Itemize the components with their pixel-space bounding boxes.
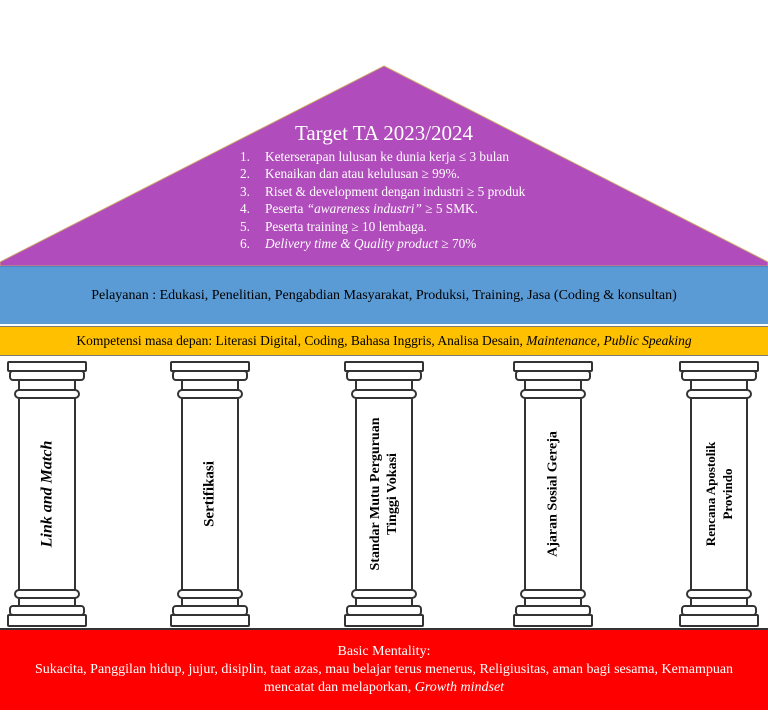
pillar-label-line: Rencana Apostolik bbox=[703, 441, 718, 547]
roof-triangle bbox=[0, 65, 768, 266]
pillar-label-line: Provindo bbox=[720, 468, 735, 520]
pillar-column-shape bbox=[513, 361, 593, 627]
target-item: 5. Peserta training ≥ 10 lembaga. bbox=[240, 218, 534, 235]
pillar-label: Link and Match bbox=[38, 440, 56, 548]
target-title: Target TA 2023/2024 bbox=[294, 121, 474, 145]
services-band: Pelayanan : Edukasi, Penelitian, Pengabd… bbox=[0, 266, 768, 324]
target-block: Target TA 2023/2024 1. Keterserapan lulus… bbox=[240, 121, 534, 252]
competencies-text: Kompetensi masa depan: Literasi Digital,… bbox=[76, 333, 527, 348]
pillar-label-line: Standar Mutu Perguruan bbox=[368, 417, 383, 571]
item-number: 5. bbox=[240, 218, 250, 234]
pillar-sertifikasi: Sertifikasi bbox=[168, 360, 252, 628]
pillar-column-shape bbox=[170, 361, 250, 627]
item-italic: Delivery time & Quality product bbox=[265, 236, 439, 252]
pillar-link-and-match: Link and Match bbox=[5, 360, 89, 628]
services-text: Pelayanan : Edukasi, Penelitian, Pengabd… bbox=[91, 287, 677, 303]
item-number: 2. bbox=[240, 166, 250, 182]
item-text: ≥ 5 SMK. bbox=[421, 201, 478, 217]
target-item: 6. Delivery time & Quality product ≥ 70% bbox=[240, 235, 534, 252]
foundation-text: Sukacita, Panggilan hidup, jujur, disipl… bbox=[34, 662, 734, 695]
target-item: 4. Peserta “awareness industri” ≥ 5 SMK. bbox=[240, 200, 534, 217]
foundation-italic: Growth mindset bbox=[414, 680, 505, 695]
pillar-column-shape bbox=[679, 361, 759, 627]
pillar-column-shape bbox=[344, 361, 424, 627]
pillar-label-line: Tinggi Vokasi bbox=[385, 453, 400, 535]
pillar-ajaran-sosial-gereja: Ajaran Sosial Gereja bbox=[511, 360, 595, 628]
item-text: Peserta training ≥ 10 lembaga. bbox=[265, 218, 428, 234]
item-number: 4. bbox=[240, 201, 250, 217]
item-italic: “awareness industri” bbox=[306, 201, 422, 217]
pillar-label: Ajaran Sosial Gereja bbox=[545, 431, 561, 557]
item-text: ≥ 70% bbox=[438, 236, 477, 252]
pillar-label: Sertifikasi bbox=[201, 461, 218, 527]
competencies-band: Kompetensi masa depan: Literasi Digital,… bbox=[0, 326, 768, 356]
item-number: 6. bbox=[240, 236, 250, 252]
pillar-column-shape bbox=[7, 361, 87, 627]
target-item: 2. Kenaikan dan atau kelulusan ≥ 99%. bbox=[240, 165, 534, 182]
target-item: 1. Keterserapan lulusan ke dunia kerja ≤ … bbox=[240, 148, 534, 165]
competencies-italic: Maintenance, Public Speaking bbox=[526, 333, 692, 348]
target-list: 1. Keterserapan lulusan ke dunia kerja ≤ … bbox=[240, 148, 534, 252]
foundation-title: Basic Mentality: bbox=[337, 644, 431, 659]
item-number: 1. bbox=[240, 149, 250, 164]
target-item: 3. Riset & development dengan industri ≥ … bbox=[240, 183, 534, 200]
foundation-band: Basic Mentality: Sukacita, Panggilan hid… bbox=[0, 628, 768, 710]
item-text: Keterserapan lulusan ke dunia kerja ≤ 3 … bbox=[265, 149, 509, 164]
item-text: Kenaikan dan atau kelulusan ≥ 99%. bbox=[265, 166, 460, 182]
item-text: Peserta bbox=[265, 201, 307, 217]
item-text: Riset & development dengan industri ≥ 5 … bbox=[265, 183, 526, 199]
item-number: 3. bbox=[240, 183, 250, 199]
